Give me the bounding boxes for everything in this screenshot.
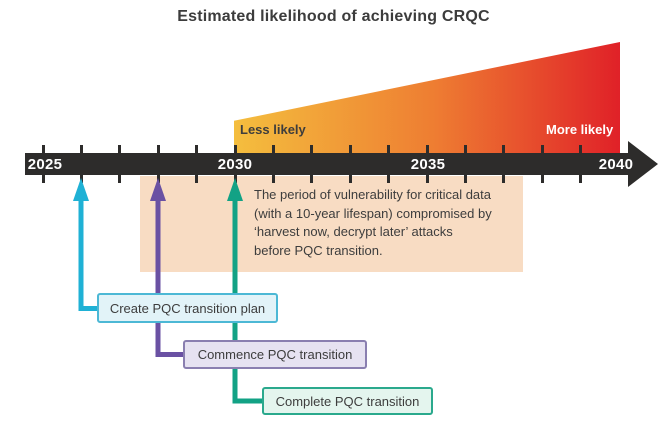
year-label-2025: 2025	[27, 156, 63, 173]
arrow-connector	[155, 199, 183, 357]
year-label-2035: 2035	[410, 156, 446, 173]
milestone-box-create-pqc-transition-plan: Create PQC transition plan	[97, 293, 278, 323]
milestone-arrow-create	[73, 178, 97, 311]
arrow-up-icon	[150, 178, 166, 201]
arrow-up-icon	[227, 178, 243, 201]
milestone-label: Complete PQC transition	[275, 393, 420, 409]
vulnerability-note-box	[140, 176, 523, 272]
timeline-bar	[25, 153, 630, 175]
milestone-box-commence-pqc-transition: Commence PQC transition	[183, 340, 367, 369]
milestone-arrow-commence	[150, 178, 183, 357]
milestone-label: Create PQC transition plan	[109, 300, 266, 316]
year-label-2030: 2030	[217, 156, 253, 173]
milestone-box-complete-pqc-transition: Complete PQC transition	[262, 387, 433, 415]
vulnerability-note-text: The period of vulnerability for critical…	[254, 187, 492, 258]
more-likely-label: More likely	[546, 122, 614, 137]
milestone-arrow-complete	[227, 178, 262, 404]
timeline-arrowhead-icon	[628, 141, 658, 187]
year-label-2040: 2040	[598, 156, 634, 173]
arrow-connector	[232, 199, 262, 404]
arrow-up-icon	[73, 178, 89, 201]
arrow-connector	[78, 199, 97, 311]
milestone-label: Commence PQC transition	[197, 347, 353, 362]
page-title: Estimated likelihood of achieving CRQC	[177, 8, 490, 25]
less-likely-label: Less likely	[240, 122, 306, 137]
